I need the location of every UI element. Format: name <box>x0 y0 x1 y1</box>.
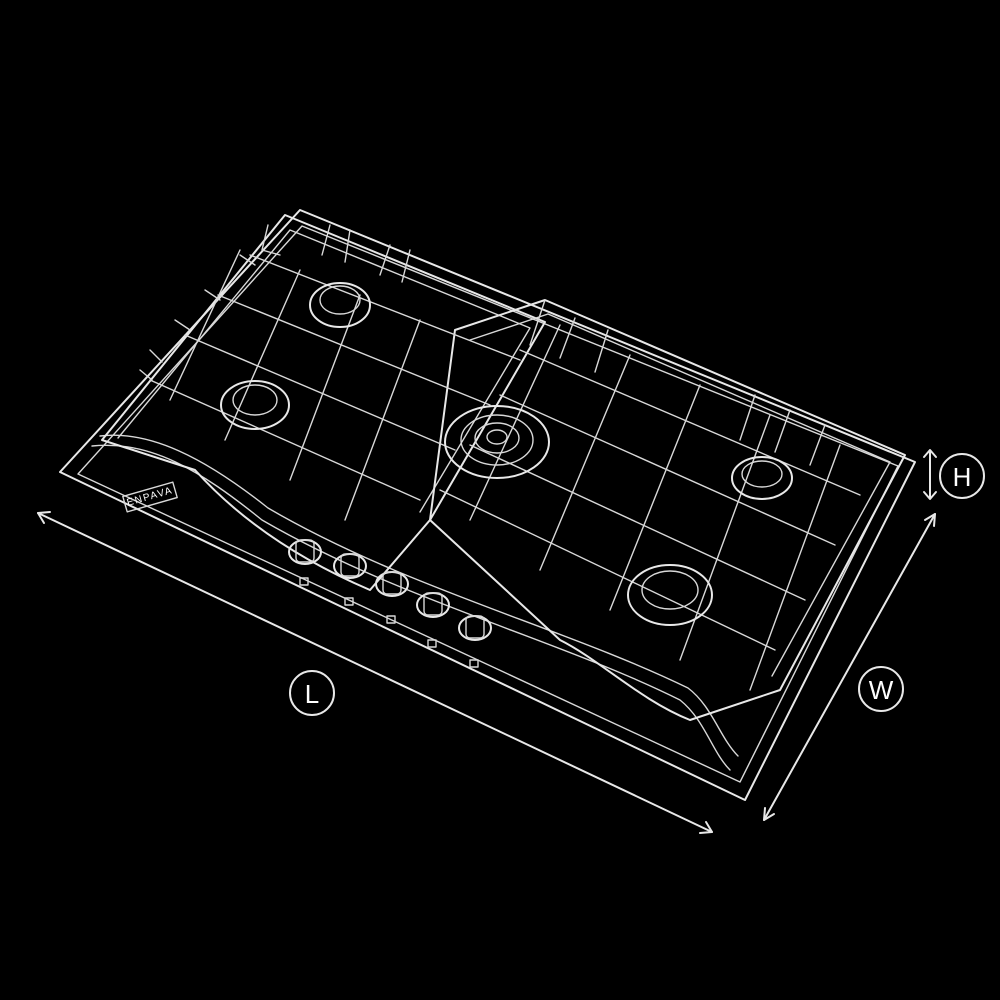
burner-back-left <box>309 282 371 328</box>
knob-4 <box>416 592 450 648</box>
cooktop-body <box>59 209 916 801</box>
burner-center-wok <box>444 405 550 479</box>
burner-front-left <box>220 380 290 430</box>
knob-1 <box>288 539 322 586</box>
control-knobs <box>288 539 492 668</box>
burners <box>220 282 793 626</box>
knob-5 <box>458 615 492 668</box>
width-dimension: W <box>763 513 936 821</box>
burner-back-right <box>731 456 793 500</box>
width-label: W <box>869 675 894 705</box>
length-dimension: L <box>37 511 713 834</box>
grates <box>101 214 906 721</box>
length-label: L <box>305 679 319 709</box>
knob-2 <box>333 553 367 606</box>
height-dimension: H <box>923 449 985 500</box>
burner-front-right <box>627 564 713 626</box>
knob-3 <box>375 571 409 624</box>
height-label: H <box>953 462 972 492</box>
